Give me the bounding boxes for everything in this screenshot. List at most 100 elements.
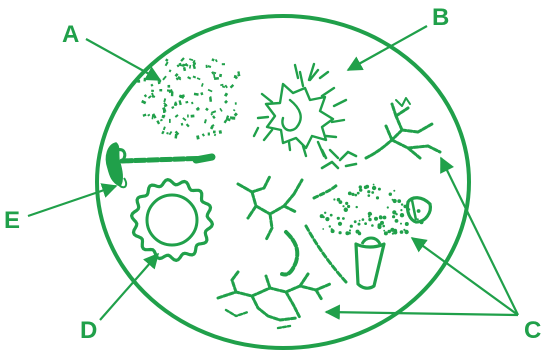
spore xyxy=(322,228,324,230)
spore xyxy=(377,225,381,229)
label-a: A xyxy=(62,21,79,48)
arrow-e xyxy=(28,186,116,216)
spore xyxy=(395,219,399,223)
bacterium xyxy=(187,76,191,80)
spore xyxy=(383,216,387,220)
bacterium xyxy=(144,94,147,97)
spore xyxy=(337,198,341,202)
spore xyxy=(392,199,394,201)
bacterium xyxy=(219,74,222,77)
bacterium xyxy=(151,90,154,92)
spore xyxy=(345,231,349,235)
bacterium xyxy=(205,107,209,111)
spore xyxy=(358,223,361,226)
spore xyxy=(389,193,392,196)
bacterium xyxy=(224,92,228,96)
spore xyxy=(351,193,354,196)
spore xyxy=(392,215,395,218)
spore xyxy=(364,222,367,225)
bacterium xyxy=(234,112,238,116)
bacterium xyxy=(175,114,179,118)
bacterium xyxy=(137,80,140,83)
spore xyxy=(405,231,407,233)
spore xyxy=(359,185,362,188)
fungal-mass-icon xyxy=(254,64,346,158)
bacterium xyxy=(196,135,199,139)
spore xyxy=(357,192,360,195)
spore xyxy=(324,212,326,214)
spore xyxy=(371,224,374,227)
spore xyxy=(359,188,362,191)
bacterium xyxy=(163,98,166,102)
bacterium xyxy=(208,65,212,68)
bacterium xyxy=(186,123,190,127)
bacterium xyxy=(193,75,197,78)
bacterium xyxy=(162,107,166,112)
spore xyxy=(344,208,348,212)
bacterium xyxy=(187,115,189,118)
bacterium xyxy=(219,108,222,112)
arrow-c2 xyxy=(412,238,518,315)
bacterium xyxy=(185,101,188,104)
bacterium xyxy=(143,114,147,117)
bacterium xyxy=(200,92,203,95)
bacterium xyxy=(230,84,235,89)
bacterium xyxy=(182,117,186,121)
spore xyxy=(390,228,394,232)
spore xyxy=(392,210,396,214)
bacterium xyxy=(141,100,146,104)
bacterium xyxy=(161,131,164,135)
spore xyxy=(393,190,395,192)
spore xyxy=(356,206,358,208)
bacterium xyxy=(235,102,237,104)
bacterium xyxy=(215,59,218,62)
spore xyxy=(350,225,353,228)
bacterium xyxy=(194,93,199,96)
bacterium xyxy=(212,115,216,119)
bacterium xyxy=(210,96,212,98)
spore xyxy=(348,192,352,196)
spore xyxy=(378,188,381,191)
bacterium xyxy=(211,58,214,61)
field-of-view-circle xyxy=(97,16,469,348)
bacterium xyxy=(174,103,177,107)
bacterium xyxy=(169,119,171,123)
bacterium xyxy=(163,126,166,130)
bacterium xyxy=(147,114,150,117)
spore xyxy=(397,199,401,203)
spore xyxy=(359,220,361,222)
arrow-d xyxy=(100,254,158,320)
bacterium xyxy=(189,58,193,61)
spore xyxy=(333,198,335,200)
flagellate-icon xyxy=(106,143,126,187)
bacterium xyxy=(165,62,169,67)
bacterium xyxy=(181,123,184,126)
spore xyxy=(338,222,342,226)
spore xyxy=(362,218,365,221)
bacterium xyxy=(171,91,174,96)
bacterium xyxy=(208,133,210,136)
spore xyxy=(367,190,370,193)
spore xyxy=(376,196,379,199)
bacterium xyxy=(160,119,163,122)
bacterium xyxy=(206,65,208,68)
spore xyxy=(342,205,344,207)
label-b: B xyxy=(432,4,449,31)
spore xyxy=(331,229,335,233)
spore xyxy=(405,222,409,226)
bacterium xyxy=(156,120,160,124)
bacterium xyxy=(202,133,205,136)
bacterium xyxy=(150,84,153,87)
bacterium xyxy=(165,58,169,62)
bacterium xyxy=(222,63,225,65)
spore xyxy=(368,218,371,221)
spore xyxy=(401,203,403,205)
spore xyxy=(347,205,350,208)
bacterium xyxy=(208,89,213,92)
spore xyxy=(400,230,404,234)
spore xyxy=(417,209,421,213)
arrow-c3 xyxy=(326,312,518,315)
label-e: E xyxy=(4,207,20,234)
spore xyxy=(372,186,376,190)
bacterium xyxy=(224,100,228,104)
